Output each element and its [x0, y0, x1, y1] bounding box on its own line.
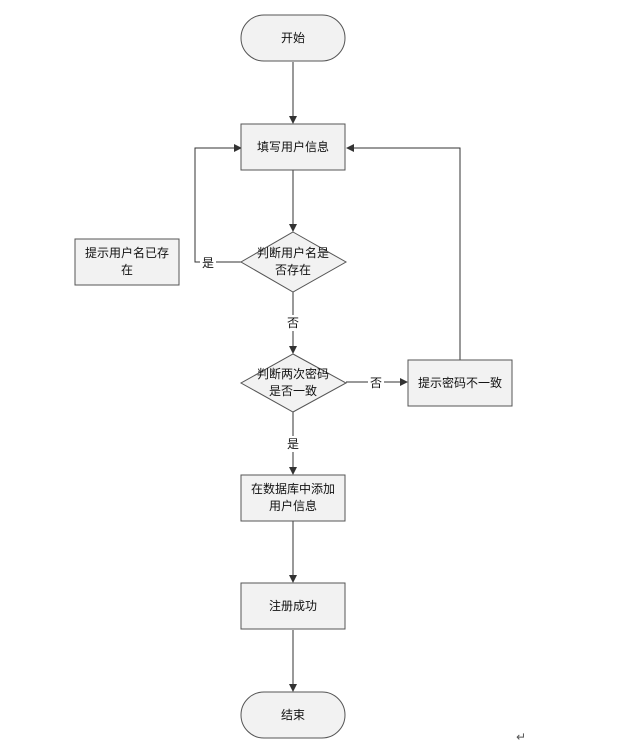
label-no-exists: 否: [287, 316, 299, 330]
add-to-db-line1: 在数据库中添加: [251, 481, 335, 496]
register-success-label: 注册成功: [269, 598, 317, 613]
add-to-db-line2: 用户信息: [269, 498, 317, 513]
username-exists-line2: 在: [121, 263, 133, 277]
fill-info-node: 填写用户信息: [240, 123, 346, 171]
check-username-decision: 判断用户名是 否存在: [239, 231, 348, 293]
check-password-line2: 是否一致: [269, 384, 317, 398]
add-to-db-node: 在数据库中添加 用户信息: [240, 474, 346, 522]
start-node: 开始: [240, 14, 346, 62]
edge-labels: 是 否 否 是: [200, 254, 384, 452]
paragraph-mark: ↵: [516, 730, 527, 744]
edge-check-username-yes: [194, 144, 242, 263]
check-username-line2: 否存在: [275, 263, 311, 277]
end-label: 结束: [281, 708, 305, 722]
password-mismatch-label: 提示密码不一致: [418, 375, 502, 390]
edge-mismatch-back-to-fill: [346, 144, 461, 360]
label-yes-exists: 是: [202, 256, 214, 270]
username-exists-line1: 提示用户名已存: [85, 245, 169, 260]
password-mismatch-node: 提示密码不一致: [407, 359, 513, 407]
fill-info-label: 填写用户信息: [257, 139, 329, 154]
username-exists-node: 提示用户名已存 在: [74, 238, 180, 286]
label-no-match: 否: [370, 376, 382, 390]
end-node: 结束: [240, 691, 346, 739]
check-password-decision: 判断两次密码 是否一致: [239, 353, 348, 413]
label-yes-match: 是: [287, 437, 299, 451]
check-password-line1: 判断两次密码: [257, 366, 329, 381]
start-label: 开始: [281, 31, 305, 45]
register-success-node: 注册成功: [240, 582, 346, 630]
check-username-line1: 判断用户名是: [257, 245, 329, 260]
